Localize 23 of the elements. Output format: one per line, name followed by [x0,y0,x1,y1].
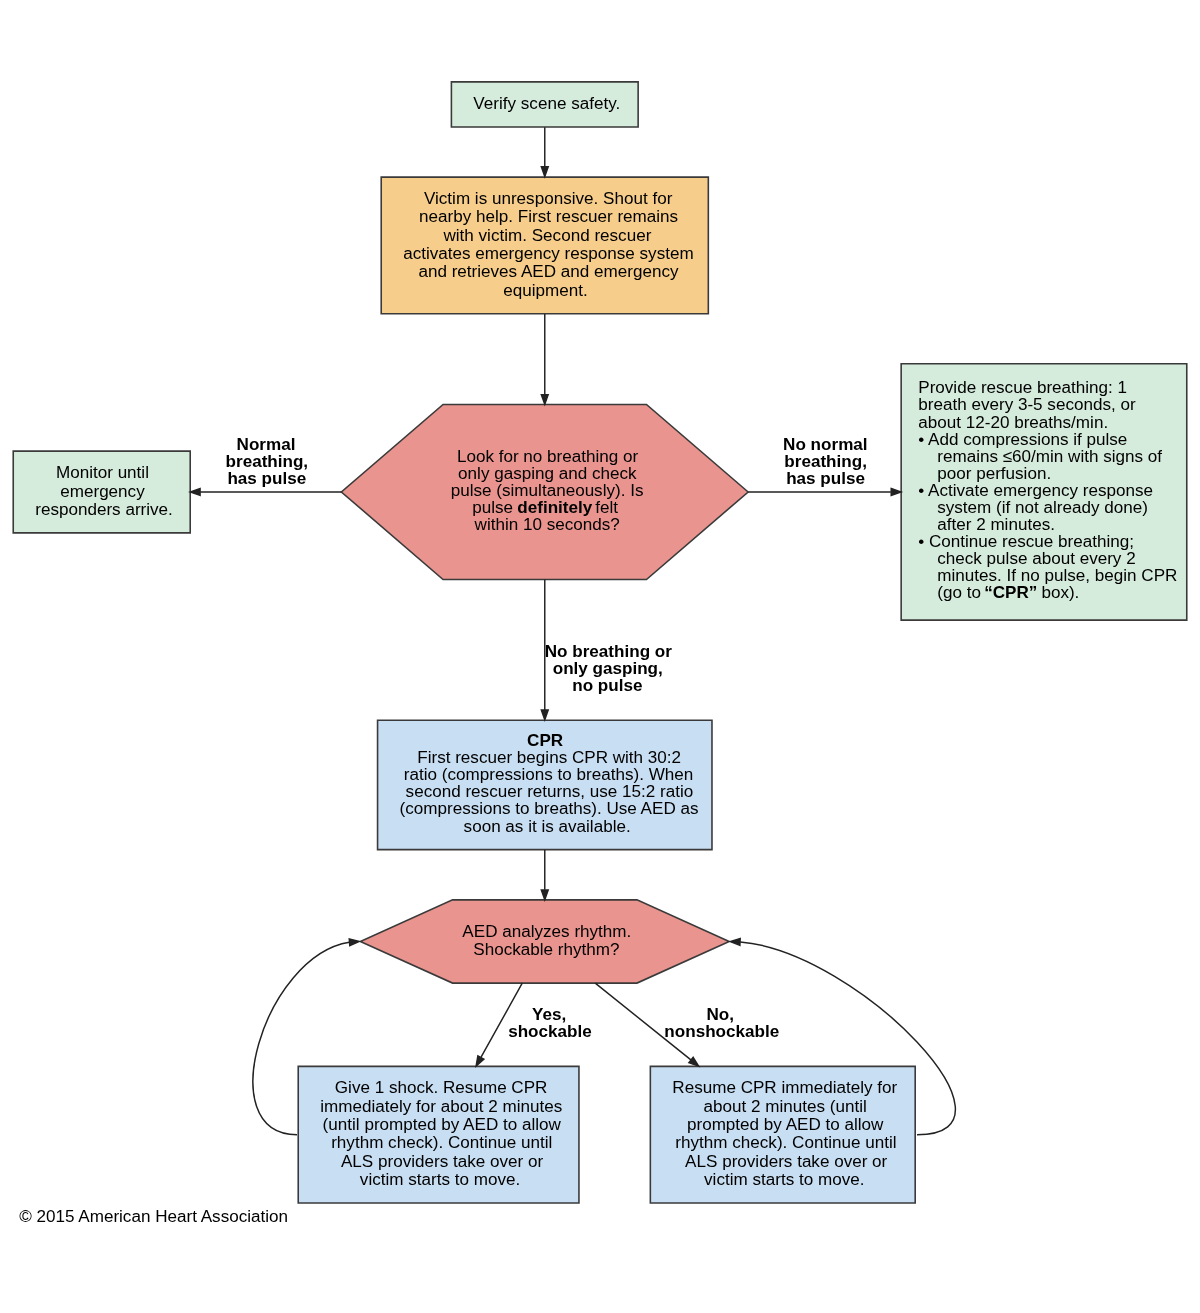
node-box: Provide rescue breathing: 1 breath every 3-5 seconds, or about 12-20 breaths/min. • Add compressions if pulse remains ≤60/min with signs of poor perfusion. • Activate emergency response system (if not already done) after 2 minutes. • Continue rescue breathing; check pulse about every 2 minutes. If no pulse, begin CPR (go to “CPR” box). [900,363,1188,621]
node-box: Verify scene safety. [450,81,639,128]
node-box: CPR First rescuer begins CPR with 30:2 ratio (compressions to breaths). When second rescuer returns, use 15:2 ratio (compressions to breaths). Use AED as soon as it is available. [376,719,713,851]
edge-label: No normal breathing, has pulse [783,434,868,488]
edge-label: Normal breathing, has pulse [225,434,309,488]
arrow [728,937,956,1136]
arrow [747,487,904,497]
node-box: Monitor until emergency responders arrive. [12,450,191,534]
edge-label: Yes, shockable [508,1005,592,1042]
arrow [252,937,362,1136]
arrow [188,487,343,497]
arrow [540,313,550,407]
node-box: Victim is unresponsive. Shout for nearby help. First rescuer remains with victim. Second rescuer activates emergency response system and retrieves AED and emergency equipment. [380,176,710,315]
edge-label: No, nonshockable [664,1005,780,1042]
caption: © 2015 American Heart Association [19,1206,289,1226]
edge-label: No breathing or only gasping, no pulse [544,641,672,696]
node-box: Give 1 shock. Resume CPR immediately for about 2 minutes (until prompted by AED to allow rhythm check). Continue until ALS providers take over or victim starts to move. [297,1065,580,1204]
arrow [540,126,550,179]
arrow [475,982,523,1068]
arrow [540,578,550,722]
node-box: Resume CPR immediately for about 2 minutes (until prompted by AED to allow rhythm check). Continue until ALS providers take over or victim starts to move. [649,1065,916,1204]
arrow [540,849,550,902]
arrow [594,982,701,1068]
